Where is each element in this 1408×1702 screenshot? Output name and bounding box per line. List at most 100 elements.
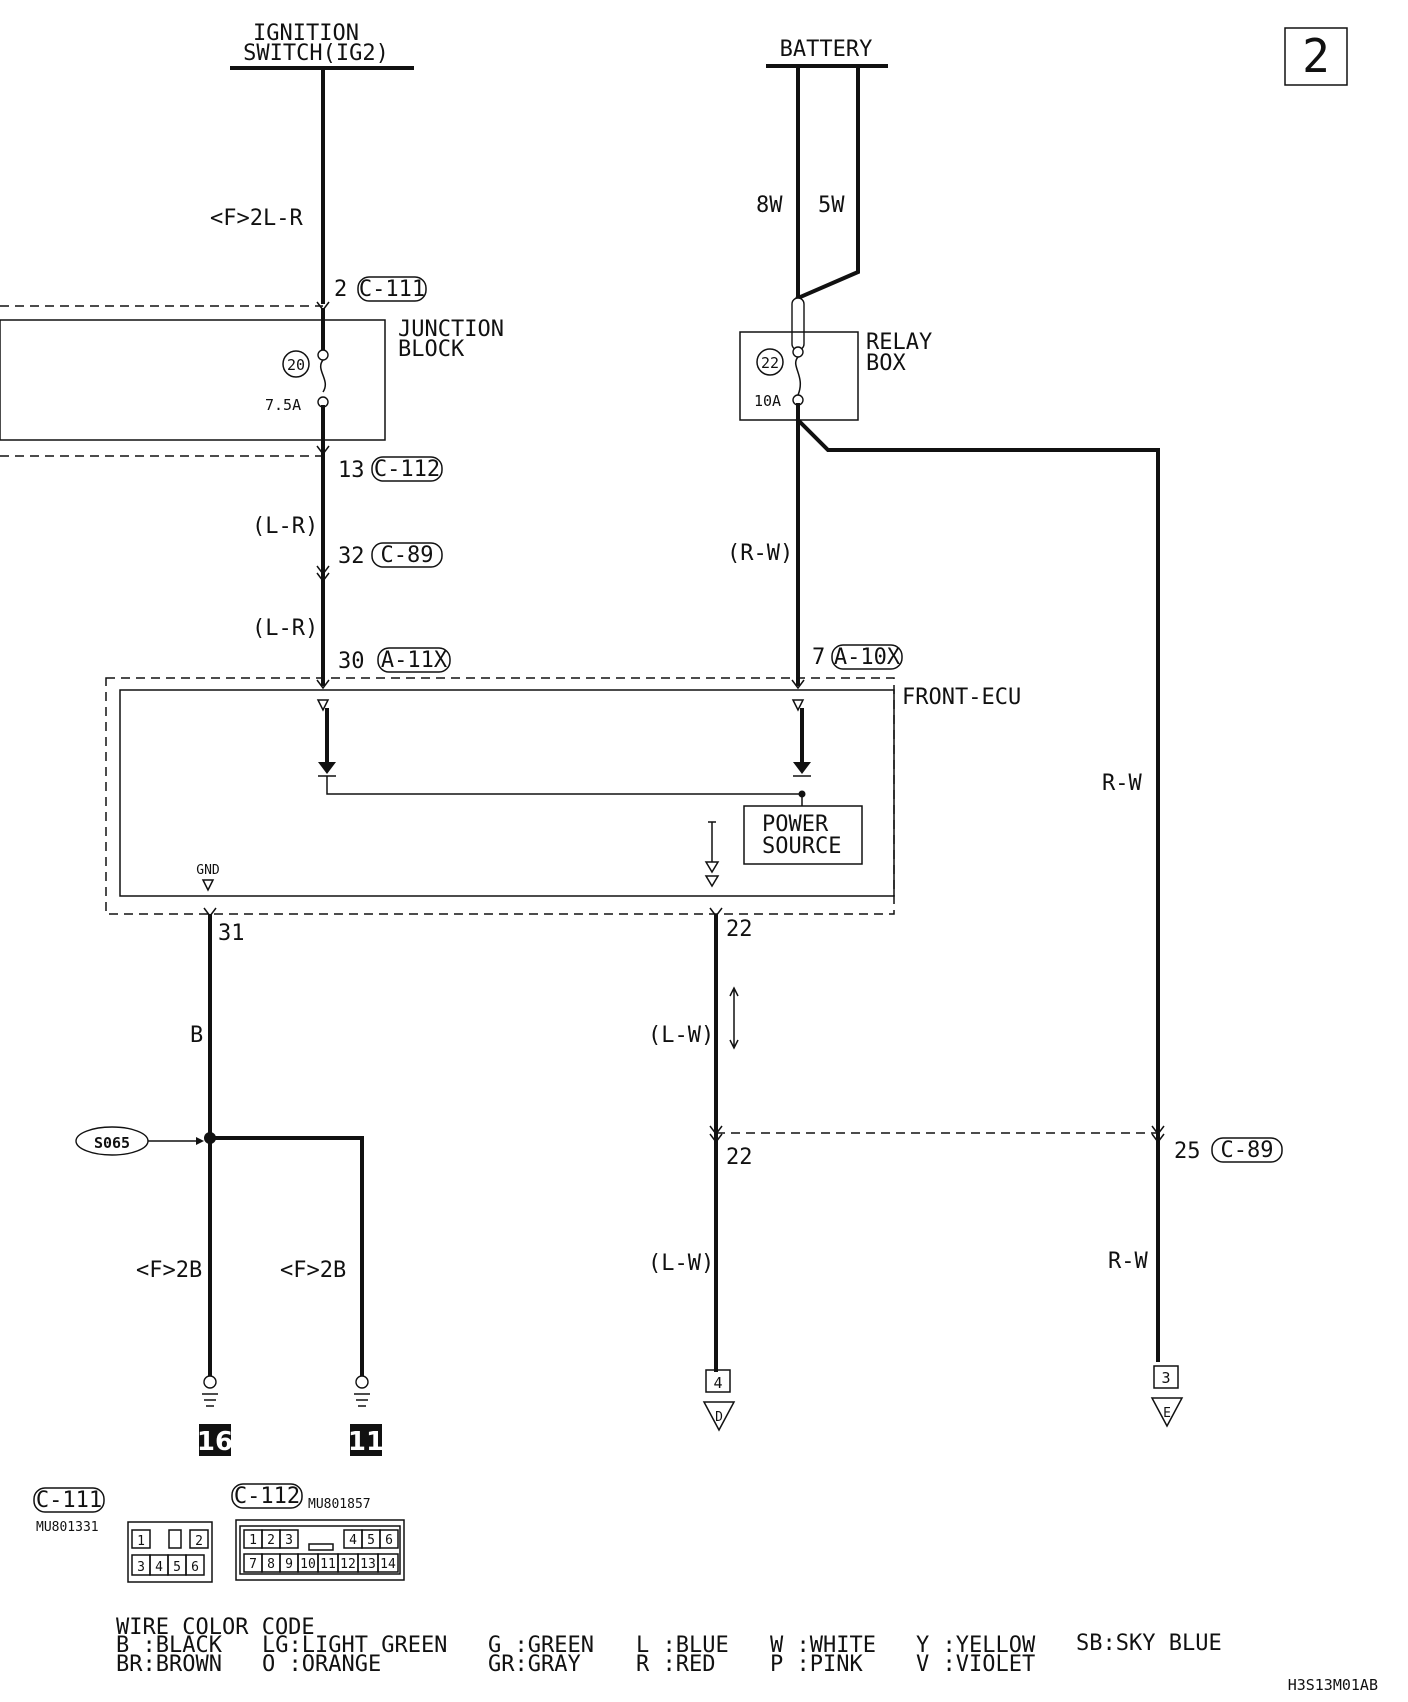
a10x-tag	[831, 644, 903, 670]
c112-pin-9: 9	[285, 1557, 293, 1572]
rw-right-wire	[795, 417, 1160, 1362]
c112-pin: 13	[338, 458, 365, 483]
wire-label-b: B	[190, 1023, 203, 1048]
terminal-mark	[316, 699, 330, 712]
c89b-label: C-89	[1221, 1138, 1274, 1163]
color-code-g: G :GREEN	[488, 1633, 594, 1658]
color-code-v: V :VIOLET	[916, 1652, 1035, 1677]
splice-pointer-arrow	[196, 1137, 204, 1145]
fuse-22-icon	[795, 356, 801, 396]
junction-dot	[798, 790, 806, 798]
a10x-pin: 7	[812, 645, 825, 670]
c111-pin-2: 2	[195, 1534, 203, 1549]
continuation-4-label: 4	[713, 1374, 722, 1392]
c89-label: C-89	[381, 543, 434, 568]
battery-label: BATTERY	[780, 37, 873, 62]
c112-pin-13: 13	[360, 1557, 376, 1572]
fuse-20-icon	[320, 359, 326, 393]
c89-tag	[371, 542, 443, 568]
battery-5w-wire	[795, 64, 860, 301]
c112-label: C-112	[374, 457, 440, 482]
terminal-mark	[791, 699, 805, 712]
drawing-id: H3S13M01AB	[1288, 1676, 1378, 1694]
c111-pin-4: 4	[155, 1560, 163, 1575]
power-source-box	[743, 805, 863, 865]
wire-label-rw-relay: (R-W)	[727, 541, 793, 566]
c112-pin-5: 5	[367, 1533, 375, 1548]
c112-pin-cell	[379, 1529, 399, 1549]
color-code-lg: LG:LIGHT GREEN	[262, 1633, 447, 1658]
front-ecu-outer-dashed	[105, 677, 895, 915]
wire-label-f2b-1: <F>2B	[136, 1258, 202, 1283]
color-code-o: O :ORANGE	[262, 1652, 381, 1677]
c111-pin-5: 5	[173, 1560, 181, 1575]
c111-pin-3: 3	[137, 1560, 145, 1575]
wire-label-f2b-2: <F>2B	[280, 1258, 346, 1283]
a10x-label: A-10X	[834, 645, 901, 670]
color-code-y: Y :YELLOW	[916, 1633, 1036, 1658]
jb-fuse-rating: 7.5A	[265, 396, 301, 414]
c111-tag	[357, 276, 427, 302]
terminal-mark	[201, 879, 215, 892]
c112-pin-1: 1	[249, 1533, 257, 1548]
color-code-l: L :BLUE	[636, 1633, 729, 1658]
terminal-mark	[704, 875, 720, 888]
connector-mark	[791, 679, 805, 690]
jb-fuse-number: 20	[287, 356, 305, 374]
wire-label-rw-right: R-W	[1102, 771, 1142, 796]
a11x-tag	[377, 647, 451, 673]
continuation-box-4	[705, 1369, 731, 1393]
c112-part-number: MU801857	[308, 1497, 371, 1512]
color-code-w: W :WHITE	[770, 1633, 876, 1658]
diode-icon	[793, 762, 811, 774]
ground-11-badge	[350, 1424, 382, 1456]
c112-pin-14: 14	[380, 1557, 396, 1572]
c112-pin-8: 8	[267, 1557, 275, 1572]
c112-pin-10: 10	[300, 1557, 316, 1572]
wire-label-lr-1: (L-R)	[252, 514, 318, 539]
ecu-diode-join	[326, 776, 803, 806]
ground-symbol-11	[354, 1375, 370, 1407]
junction-block-label-2: BLOCK	[398, 337, 465, 362]
continuation-arrow-e	[1150, 1397, 1184, 1428]
terminal-mark	[704, 861, 720, 874]
color-code-p: P :PINK	[770, 1652, 863, 1677]
diode-icon	[318, 762, 336, 774]
wire-label-lw-1: (L-W)	[648, 1023, 714, 1048]
c111-view-tag	[33, 1487, 105, 1513]
c89-pin: 32	[338, 544, 365, 569]
junction-block-label-1: JUNCTION	[398, 317, 504, 342]
ground-16-badge	[199, 1424, 231, 1456]
a11x-label: A-11X	[381, 648, 448, 673]
b-ground-wire-2	[208, 1136, 364, 1377]
color-code-sb: SB:SKY BLUE	[1076, 1631, 1222, 1656]
page-number: 2	[1302, 29, 1330, 83]
page-number-box	[1284, 27, 1348, 86]
fuse-terminal	[317, 349, 329, 361]
c112-pin-2: 2	[267, 1533, 275, 1548]
ecu-ps-link	[708, 821, 716, 862]
fuse-number-circle	[756, 348, 784, 376]
c112-pin-cell	[279, 1529, 299, 1549]
ecu-pin-22: 22	[726, 917, 753, 942]
c111-pin-6: 6	[191, 1560, 199, 1575]
c112-pin-6: 6	[385, 1533, 393, 1548]
continuation-e-label: E	[1163, 1406, 1171, 1421]
continuation-arrow	[729, 986, 739, 1050]
connector-mark	[709, 1125, 723, 1144]
color-code-title: WIRE COLOR CODE	[116, 1615, 315, 1640]
c111-pin: 2	[334, 277, 347, 302]
color-code-br: BR:BROWN	[116, 1652, 222, 1677]
color-code-gr: GR:GRAY	[488, 1652, 581, 1677]
c112-pin-11: 11	[320, 1557, 336, 1572]
color-code-b: B :BLACK	[116, 1633, 223, 1658]
wire-label-lw-2: (L-W)	[648, 1251, 714, 1276]
wire-label-rw-right2: R-W	[1108, 1249, 1148, 1274]
a11x-pin: 30	[338, 649, 365, 674]
relay-box-label-2: BOX	[866, 351, 906, 376]
c112-pin-3: 3	[285, 1533, 293, 1548]
connector-mark	[1151, 1125, 1165, 1144]
wire-label-8w: 8W	[756, 193, 783, 218]
